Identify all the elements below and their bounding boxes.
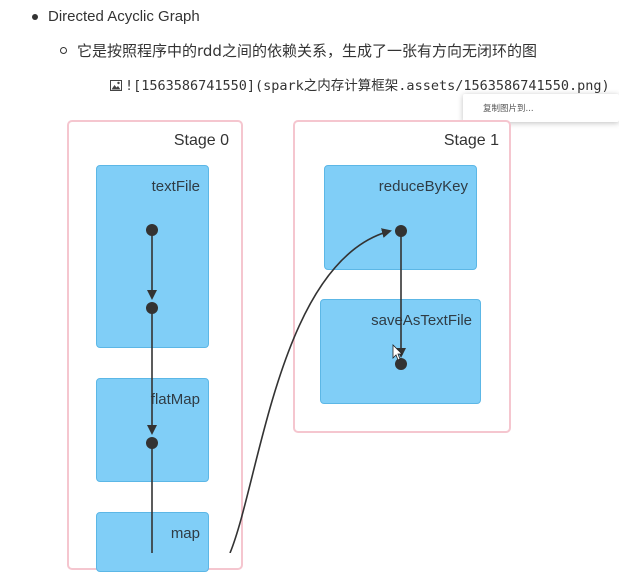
- rdd-label: textFile: [151, 178, 200, 195]
- rdd-label: map: [170, 525, 200, 542]
- sub-bullet-circle: [60, 47, 67, 54]
- image-icon: [110, 79, 122, 91]
- sub-bullet-item: 它是按照程序中的rdd之间的依赖关系，生成了一张有方向无闭环的图: [60, 40, 537, 61]
- rdd-flatmap: flatMap: [96, 378, 209, 482]
- rdd-textfile: textFile: [96, 165, 209, 348]
- stage-1-title: Stage 1: [443, 132, 499, 149]
- bullet-dot: [32, 13, 38, 20]
- rdd-map: map: [96, 512, 209, 572]
- stage-0-title: Stage 0: [173, 132, 229, 149]
- context-menu: 复制图片到...: [463, 94, 619, 122]
- image-reference-text: ![1563586741550](spark之内存计算框架.assets/156…: [125, 78, 610, 94]
- rdd-label: flatMap: [150, 391, 200, 408]
- image-reference[interactable]: ![1563586741550](spark之内存计算框架.assets/156…: [110, 74, 610, 94]
- rdd-label: saveAsTextFile: [371, 312, 472, 329]
- rdd-reducebykey: reduceByKey: [324, 165, 477, 270]
- sub-bullet-text: 它是按照程序中的rdd之间的依赖关系，生成了一张有方向无闭环的图: [77, 42, 537, 60]
- rdd-label: reduceByKey: [378, 178, 468, 195]
- bullet-item: Directed Acyclic Graph: [32, 8, 200, 25]
- bullet-text: Directed Acyclic Graph: [48, 8, 200, 25]
- context-menu-item-copy-image[interactable]: 复制图片到...: [483, 104, 534, 114]
- rdd-saveastextfile: saveAsTextFile: [320, 299, 481, 404]
